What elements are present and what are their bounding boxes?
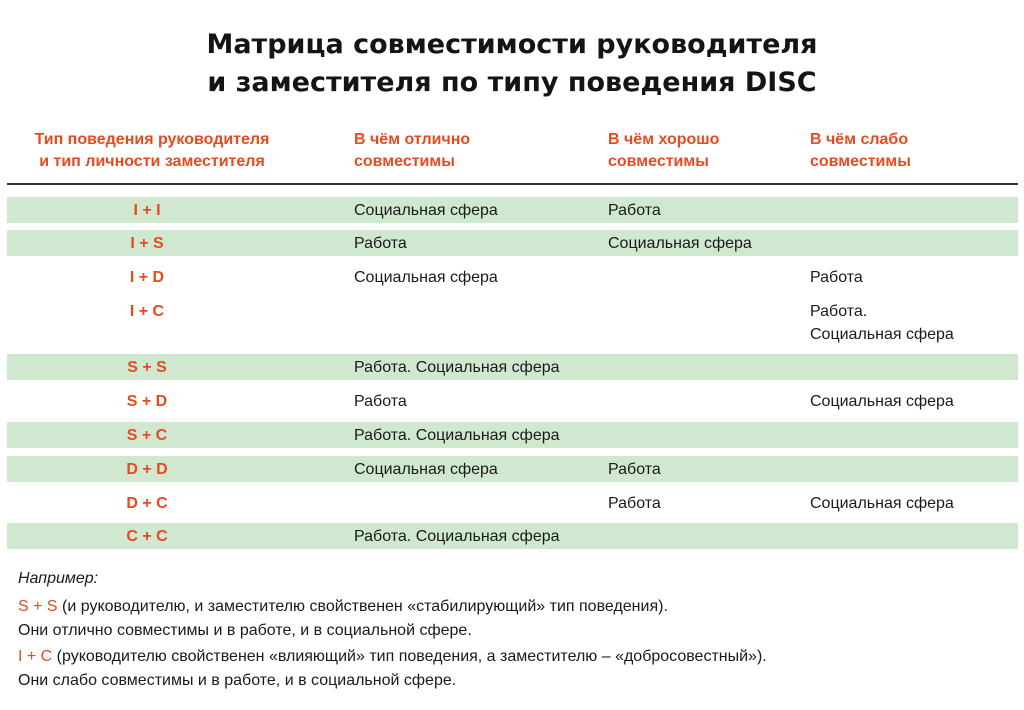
- cell-weak: Социальная сфера: [810, 495, 954, 512]
- table-row: S + C Работа. Социальная сфера: [7, 422, 1018, 448]
- cell-excellent: Работа: [354, 235, 407, 252]
- cell-good: Работа: [608, 495, 661, 512]
- table-row: C + C Работа. Социальная сфера: [7, 523, 1018, 549]
- table-row: D + C Работа Социальная сфера: [7, 490, 1018, 516]
- cell-excellent: Социальная сфера: [354, 269, 498, 286]
- cell-excellent: Работа. Социальная сфера: [354, 427, 560, 444]
- row-key: S + D: [126, 393, 168, 410]
- table-row: S + D Работа Социальная сфера: [7, 388, 1018, 414]
- table-row: I + I Социальная сфера Работа: [7, 197, 1018, 223]
- row-key: D + D: [126, 461, 168, 478]
- title-line-2: и заместителя по типу поведения DISC: [207, 67, 817, 98]
- cell-excellent: Работа. Социальная сфера: [354, 359, 560, 376]
- title-line-1: Матрица совместимости руководителя: [206, 29, 818, 60]
- example-2-line2: Они слабо совместимы и в работе, и в соц…: [18, 672, 457, 689]
- header-type: Тип поведения руководителя и тип личност…: [34, 131, 270, 170]
- cell-excellent: Работа. Социальная сфера: [354, 528, 560, 545]
- example-2-key: I + C: [18, 648, 53, 665]
- row-key: I + S: [130, 235, 164, 252]
- row-key: C + C: [126, 528, 168, 545]
- header-divider: [7, 183, 1018, 185]
- table-row: S + S Работа. Социальная сфера: [7, 354, 1018, 380]
- example-2-text: (руководителю свойственен «влияющий» тип…: [52, 648, 767, 665]
- table-row: I + D Социальная сфера Работа: [7, 264, 1018, 290]
- row-key: D + C: [126, 495, 168, 512]
- cell-good: Работа: [608, 461, 661, 478]
- cell-excellent: Социальная сфера: [354, 461, 498, 478]
- example-1-text: (и руководителю, и заместителю свойствен…: [57, 598, 668, 615]
- example-1-key: S + S: [18, 598, 58, 615]
- header-weak: В чём слабо совместимы: [810, 131, 911, 170]
- page-title: Матрица совместимости руководителя и зам…: [0, 26, 1024, 102]
- cell-weak: Социальная сфера: [810, 393, 954, 410]
- example-1-line2: Они отлично совместимы и в работе, и в с…: [18, 622, 472, 639]
- cell-weak: Работа: [810, 269, 863, 286]
- header-excellent: В чём отлично совместимы: [354, 131, 471, 170]
- table-row: I + S Работа Социальная сфера: [7, 230, 1018, 256]
- cell-good: Работа: [608, 202, 661, 219]
- row-key: I + D: [129, 269, 165, 286]
- row-key: S + C: [126, 427, 168, 444]
- row-key: S + S: [127, 359, 167, 376]
- example-2: I + C (руководителю свойственен «влияющи…: [18, 645, 767, 693]
- row-key: I + C: [129, 303, 165, 320]
- table-row: D + D Социальная сфера Работа: [7, 456, 1018, 482]
- header-good: В чём хорошо совместимы: [608, 131, 720, 170]
- example-label: Например:: [18, 570, 99, 587]
- cell-excellent: Социальная сфера: [354, 202, 498, 219]
- row-key: I + I: [133, 202, 161, 219]
- cell-weak: Работа. Социальная сфера: [810, 303, 954, 343]
- cell-excellent: Работа: [354, 393, 407, 410]
- cell-good: Социальная сфера: [608, 235, 752, 252]
- example-1: S + S (и руководителю, и заместителю сво…: [18, 595, 668, 643]
- table-row: I + C Работа. Социальная сфера: [7, 298, 1018, 346]
